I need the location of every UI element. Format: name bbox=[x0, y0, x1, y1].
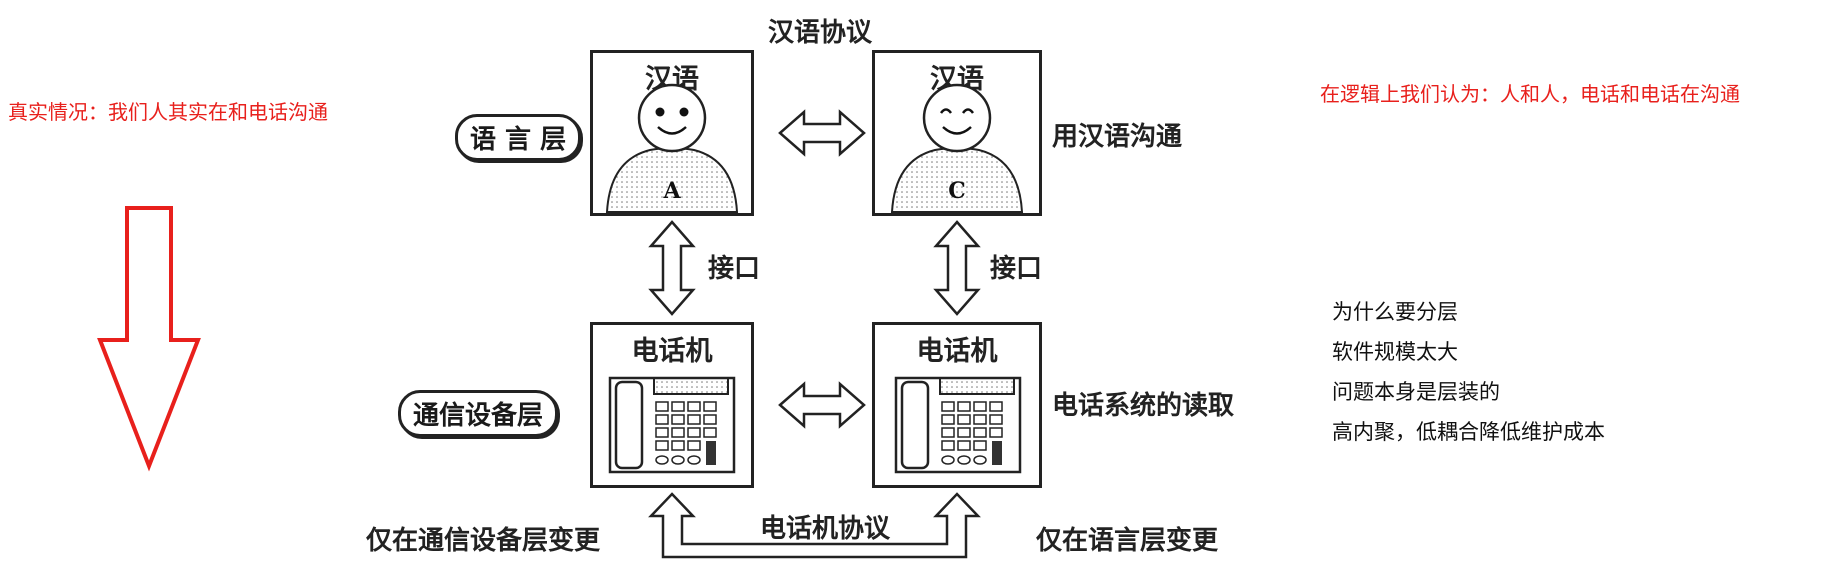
telephone-left-icon bbox=[608, 376, 736, 474]
reason-item: 问题本身是层装的 bbox=[1332, 380, 1500, 404]
double-arrow-horizontal-icon bbox=[778, 109, 866, 157]
phone-protocol-label: 电话机协议 bbox=[760, 514, 891, 544]
person-c-letter: C bbox=[948, 178, 966, 204]
phone-box-title: 电话机 bbox=[916, 336, 998, 367]
reasons-title: 为什么要分层 bbox=[1332, 300, 1458, 324]
reason-item: 软件规模太大 bbox=[1332, 340, 1458, 364]
interface-label-left: 接口 bbox=[708, 254, 761, 284]
language-layer-label: 语 言 层 bbox=[455, 114, 582, 161]
reason-item: 高内聚，低耦合降低维护成本 bbox=[1332, 420, 1605, 444]
double-arrow-vertical-icon bbox=[648, 220, 696, 316]
comm-device-layer-label: 通信设备层 bbox=[398, 390, 559, 437]
layering-reasons: 为什么要分层 软件规模太大 问题本身是层装的 高内聚，低耦合降低维护成本 bbox=[1332, 292, 1605, 452]
interface-label-right: 接口 bbox=[990, 254, 1043, 284]
phone-box-title: 电话机 bbox=[631, 336, 713, 367]
person-c-icon bbox=[890, 83, 1024, 213]
logical-view-note: 在逻辑上我们认为：人和人，电话和电话在沟通 bbox=[1320, 82, 1740, 106]
only-comm-layer-change-label: 仅在通信设备层变更 bbox=[366, 526, 601, 556]
person-a-letter: A bbox=[662, 178, 681, 204]
double-arrow-vertical-icon bbox=[933, 220, 981, 316]
real-situation-note: 真实情况：我们人其实在和电话沟通 bbox=[8, 100, 328, 124]
double-arrow-horizontal-icon bbox=[778, 381, 866, 429]
telephone-right-icon bbox=[894, 376, 1022, 474]
only-language-layer-change-label: 仅在语言层变更 bbox=[1036, 526, 1219, 556]
chinese-protocol-label: 汉语协议 bbox=[768, 18, 873, 48]
phone-system-read-label: 电话系统的读取 bbox=[1052, 391, 1235, 421]
chinese-communication-label: 用汉语沟通 bbox=[1052, 122, 1183, 152]
bottom-u-double-arrow-icon bbox=[648, 492, 981, 559]
person-a-icon bbox=[605, 83, 739, 213]
